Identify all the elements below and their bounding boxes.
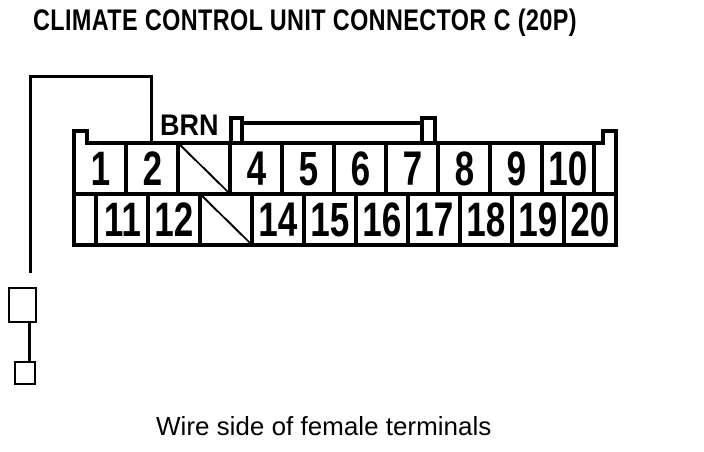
pin-number: 9	[506, 145, 526, 192]
pin-cell-1: 1	[76, 145, 124, 192]
wire-segment-to-pin2	[150, 75, 153, 145]
terminal-box-large	[8, 287, 37, 323]
pin-cell-14: 14	[254, 196, 302, 243]
pin-cell-11: 11	[98, 196, 146, 243]
shell-step-right	[601, 129, 618, 145]
pin-cell-12: 12	[150, 196, 198, 243]
pin-cell-5: 5	[284, 145, 332, 192]
diagram-title: CLIMATE CONTROL UNIT CONNECTOR C (20P)	[33, 4, 577, 37]
pin-cell-8: 8	[440, 145, 488, 192]
pin-row-top: 1 2 4 5 6 7 8 9 10	[76, 145, 614, 192]
pin-number: 4	[246, 145, 266, 192]
pin-number: 1	[90, 145, 110, 192]
pin-number: 14	[258, 196, 298, 243]
pin-number: 5	[298, 145, 318, 192]
pin-number: 20	[570, 196, 610, 243]
pin-cell-17: 17	[410, 196, 458, 243]
pin-number: 2	[142, 145, 162, 192]
lock-rail	[238, 121, 426, 141]
pin-cell-9: 9	[492, 145, 540, 192]
pin-number: 6	[350, 145, 370, 192]
pin-cell-4: 4	[232, 145, 280, 192]
pin-cell-18: 18	[462, 196, 510, 243]
pin-row-bottom: 11 12 14 15 16 17 18 19 20	[76, 196, 614, 243]
pin-cell-13-unused	[202, 196, 250, 243]
pin-number: 10	[548, 145, 588, 192]
caption: Wire side of female terminals	[156, 411, 492, 441]
pin-number: 11	[103, 196, 141, 243]
pin-number: 12	[154, 196, 194, 243]
pin-number: 18	[466, 196, 506, 243]
pin-cell-3-unused	[180, 145, 228, 192]
pin-cell-10: 10	[544, 145, 592, 192]
pin-number: 7	[402, 145, 422, 192]
pin-number: 15	[310, 196, 350, 243]
pin-number: 8	[454, 145, 474, 192]
pin-cell-20: 20	[566, 196, 614, 243]
pin-cell-15: 15	[306, 196, 354, 243]
connector-body: 1 2 4 5 6 7 8 9 10 11 12 14 15 16 17 18 …	[72, 141, 618, 247]
pin-cell-2: 2	[128, 145, 176, 192]
shell-step-left	[72, 129, 89, 145]
pin-cell-19: 19	[514, 196, 562, 243]
pin-number: 19	[518, 196, 558, 243]
blank-cell-top-right	[596, 145, 614, 192]
terminal-box-small	[14, 361, 36, 385]
wire-segment-left	[29, 75, 32, 273]
pin-cell-16: 16	[358, 196, 406, 243]
wire-segment-between-boxes	[28, 321, 31, 362]
lock-tab-left	[229, 116, 244, 141]
lock-tab-right	[420, 116, 437, 141]
pin-number: 16	[362, 196, 402, 243]
pin-cell-7: 7	[388, 145, 436, 192]
wire-segment-top	[29, 75, 153, 78]
blank-cell-bottom-left	[76, 196, 94, 243]
pin-cell-6: 6	[336, 145, 384, 192]
wire-color-label: BRN	[160, 109, 219, 142]
pin-number: 17	[414, 196, 454, 243]
